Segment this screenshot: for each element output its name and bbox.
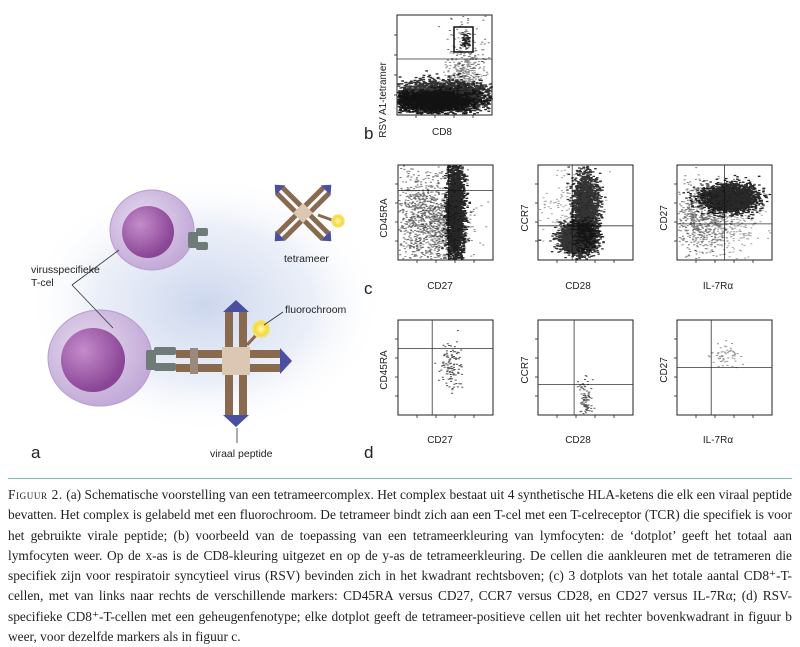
panel-c-ylabel-2: CCR7 [520, 204, 531, 232]
fluorochrome-dot-bound [252, 320, 270, 338]
panel-letter-d: d [364, 443, 373, 462]
dotplot-d-ccr7-vs-cd28 [535, 319, 634, 418]
plot-frame [396, 14, 493, 116]
tcr-receptor-lower [146, 347, 176, 371]
t-cell-lower [47, 309, 176, 407]
dot-cloud [438, 33, 492, 114]
fluorochrome-dot-free [331, 214, 345, 228]
panel-d-ylabel-1: CD45RA [379, 350, 390, 390]
dot-cloud [434, 330, 464, 394]
panel-b-xlabel: CD8 [432, 127, 452, 138]
dotplot-d-cd27-vs-il7ra [674, 319, 773, 418]
t-cell-upper [109, 189, 208, 271]
label-tcell-line2: T-cel [31, 277, 54, 289]
panel-letter-a: a [31, 443, 41, 462]
dot-cloud [402, 172, 490, 259]
dot-cloud [707, 340, 744, 369]
panel-b: RSV A1-tetramer CD8 b [364, 14, 493, 143]
panel-c-xlabel-1: CD27 [427, 281, 453, 292]
panel-c-xlabel-3: IL-7Rα [703, 281, 733, 292]
dotplot-c-ccr7-vs-cd28 [535, 164, 634, 263]
dot-cloud [576, 375, 596, 415]
dotplot-c-cd27-vs-il7ra [674, 164, 773, 263]
label-tetrameer: tetrameer [284, 253, 329, 265]
plot-frame [537, 319, 634, 416]
panel-d-xlabel-3: IL-7Rα [703, 435, 733, 446]
panel-d-xlabel-1: CD27 [427, 435, 453, 446]
dotplot-c-cd45ra-vs-cd27 [395, 164, 494, 263]
tcr-receptor-upper [188, 228, 208, 250]
panel-c: CD45RA CD27 CCR7 CD28 CD27 IL-7Rα c [364, 164, 773, 298]
panel-c-ylabel-3: CD27 [659, 205, 670, 231]
label-tcell-line1: virusspecifieke [31, 264, 100, 276]
panel-a: virusspecifieke T-cel tetrameer fluoroch… [25, 175, 385, 462]
panel-d-ylabel-3: CD27 [659, 357, 670, 383]
panel-b-ylabel: RSV A1-tetramer [378, 62, 389, 138]
plot-frame [537, 164, 634, 261]
dot-cloud [397, 85, 492, 115]
panel-c-ylabel-1: CD45RA [379, 198, 390, 238]
label-fluorochroom: fluorochroom [285, 304, 347, 316]
dot-cloud [683, 177, 772, 260]
tetramer-bound [176, 300, 292, 427]
panel-c-xlabel-2: CD28 [565, 281, 591, 292]
dot-cloud [677, 167, 739, 259]
panel-d-ylabel-2: CCR7 [520, 356, 531, 384]
panel-letter-b: b [364, 124, 373, 143]
gate-box [453, 26, 474, 53]
plot-frame [397, 164, 494, 261]
panel-d: CD45RA CD27 CCR7 CD28 CD27 IL-7Rα d [364, 319, 773, 462]
dotplot-b [394, 14, 493, 118]
dotplot-d-cd45ra-vs-cd27 [395, 319, 494, 418]
dot-cloud [539, 168, 612, 251]
dot-cloud [565, 165, 607, 260]
figure-caption: Figuur 2. (a) Schematische voorstelling … [8, 478, 792, 647]
panel-letter-c: c [364, 279, 373, 298]
caption-label: Figuur 2. [8, 487, 63, 502]
caption-text: (a) Schematische voorstelling van een te… [8, 487, 792, 645]
panel-d-xlabel-2: CD28 [565, 435, 591, 446]
plot-frame [397, 319, 494, 416]
dot-cloud [459, 31, 471, 50]
tetramer-free [274, 184, 332, 242]
label-viraal-peptide: viraal peptide [210, 448, 273, 460]
